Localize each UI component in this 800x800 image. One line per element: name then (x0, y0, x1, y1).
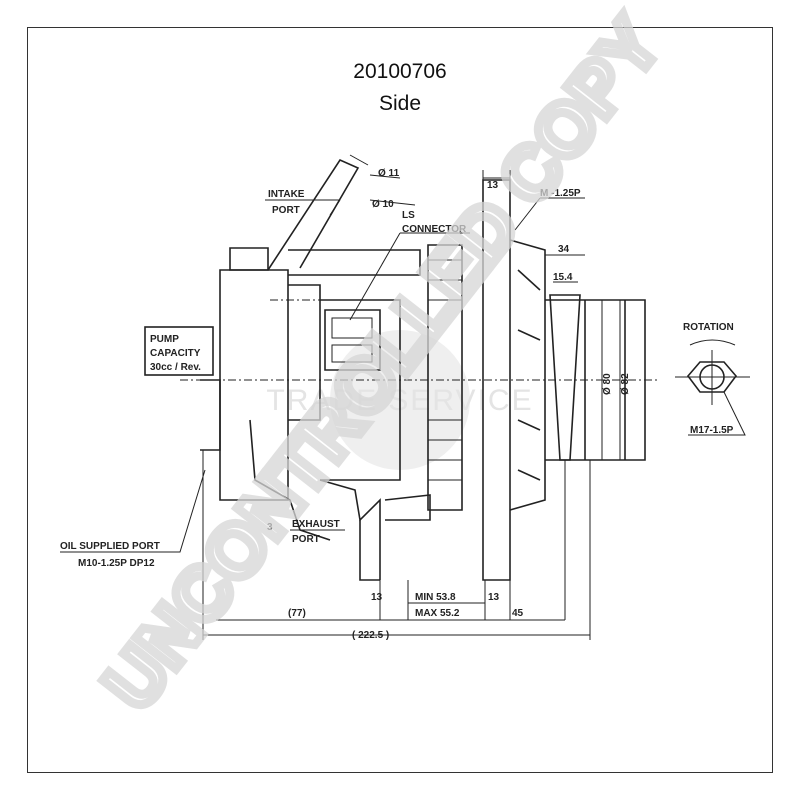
pump-capacity-label-3: 30cc / Rev. (150, 362, 201, 373)
dim-top-13: 13 (487, 180, 499, 191)
dim-min: MIN 53.8 (415, 592, 456, 603)
thread-top-label: M -1.25P (540, 188, 581, 199)
dim-dia-82: Ø 82 (620, 373, 631, 395)
dia-11-label: Ø 11 (378, 168, 400, 179)
dimension-lines (202, 170, 621, 640)
dim-dia-80: Ø 80 (602, 373, 613, 395)
watermark-secondary: TRADE SERVICE (266, 384, 533, 417)
dim-45: 45 (512, 608, 524, 619)
oil-supplied-port-label-2: M10-1.25P DP12 (78, 558, 155, 569)
rotation-symbol (675, 339, 750, 436)
leader-lines (60, 174, 585, 553)
intake-port-label-1: INTAKE (268, 189, 305, 200)
dim-77: (77) (288, 608, 306, 619)
rotation-label: ROTATION (683, 322, 734, 333)
dia-10-label: Ø 10 (372, 199, 394, 210)
dim-pulley-15-4: 15.4 (553, 272, 573, 283)
oil-supplied-port-label-1: OIL SUPPLIED PORT (60, 541, 160, 552)
ls-connector-label-2: CONNECTOR (402, 224, 467, 235)
pump-capacity-label-1: PUMP (150, 334, 179, 345)
exhaust-port-label-2: PORT (292, 534, 320, 545)
thread-shaft-label: M17-1.5P (690, 425, 734, 436)
exhaust-port-label-1: EXHAUST (292, 519, 340, 530)
dim-pulley-34: 34 (558, 244, 570, 255)
dim-bottom-13-left: 13 (371, 592, 383, 603)
intake-port-label-2: PORT (272, 205, 300, 216)
small-3-label: 3 (267, 522, 273, 533)
drawing-frame (27, 27, 773, 773)
dim-bottom-13-right: 13 (488, 592, 500, 603)
pump-capacity-label-2: CAPACITY (150, 348, 201, 359)
pump-capacity-box (144, 326, 214, 376)
dim-max: MAX 55.2 (415, 608, 460, 619)
view-label: Side (378, 92, 422, 115)
part-number: 20100706 (353, 60, 447, 83)
dim-total: ( 222.5 ) (352, 630, 389, 641)
ls-connector-label-1: LS (402, 210, 415, 221)
pump-body (200, 154, 646, 581)
